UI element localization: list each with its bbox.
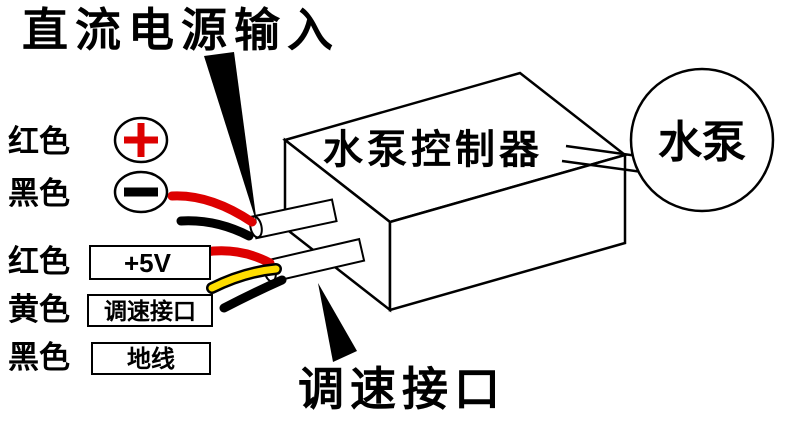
controller-box-front-face bbox=[388, 153, 627, 312]
legend-row-red-5v: 红色 +5V bbox=[8, 244, 211, 280]
wire-color-label: 黄色 bbox=[8, 292, 70, 327]
pin-label-box bbox=[91, 342, 211, 375]
pin-label-box bbox=[87, 294, 213, 327]
controller-box bbox=[282, 71, 628, 313]
dc-power-arrow bbox=[204, 52, 257, 224]
negative-terminal-icon bbox=[113, 170, 169, 214]
legend-row-yellow-speed: 黄色 调速接口 bbox=[8, 292, 213, 327]
legend-row-black-ground: 黑色 地线 bbox=[8, 340, 211, 375]
wire-color-label: 红色 bbox=[8, 244, 70, 279]
pin-label-box bbox=[89, 245, 211, 280]
wire-black-lower bbox=[219, 275, 287, 313]
controller-label: 水泵控制器 bbox=[323, 128, 543, 172]
wire-red-upper bbox=[167, 191, 257, 227]
pump-circle bbox=[629, 67, 775, 213]
speed-interface-label: 调速接口 bbox=[298, 363, 506, 415]
positive-terminal-icon bbox=[113, 116, 169, 164]
wire-color-label: 红色 bbox=[8, 124, 70, 159]
wire-color-label: 黑色 bbox=[8, 176, 70, 211]
wire-color-label: 黑色 bbox=[8, 340, 70, 375]
legend-row-red-positive: 红色 bbox=[8, 116, 169, 164]
legend-row-black-negative: 黑色 bbox=[8, 170, 169, 214]
pump-label: 水泵 bbox=[658, 118, 746, 167]
pin-label-5v: +5V bbox=[124, 248, 172, 278]
pin-label-speed: 调速接口 bbox=[104, 298, 196, 324]
pump-wire-line-bottom bbox=[561, 159, 651, 175]
wire-black-upper bbox=[176, 216, 254, 241]
speed-interface-arrow bbox=[318, 283, 357, 362]
pin-label-ground: 地线 bbox=[127, 346, 175, 373]
dc-power-input-label: 直流电源输入 bbox=[22, 4, 340, 56]
wire-yellow-lower bbox=[208, 265, 280, 292]
wire-red-lower bbox=[200, 246, 275, 268]
